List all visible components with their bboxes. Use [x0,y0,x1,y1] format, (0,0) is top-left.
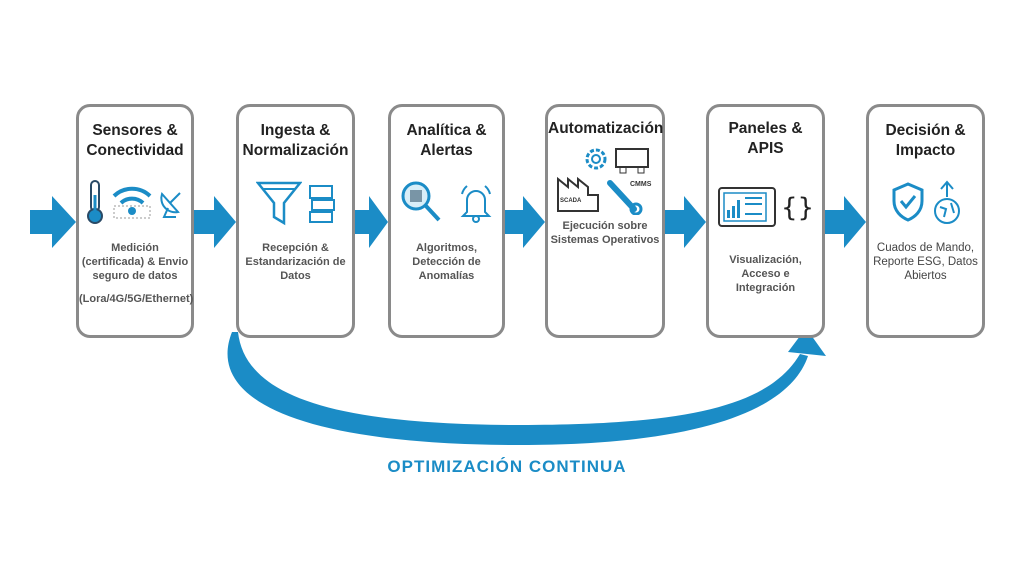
step-description: Visualización, Acceso e Integración [729,254,802,294]
wifi-icon [112,186,152,219]
dashboard-tablet-icon [717,187,776,227]
step-description: Ejecución sobre Sistemas Operativos [550,220,660,246]
step-description: Algoritmos, Detección de Anomalías [412,242,481,282]
flow-arrow-3 [505,196,545,248]
step-description: Cuados de Mando, Reporte ESG, Datos Abie… [873,242,978,282]
step-title: Analítica & Alertas [406,122,487,159]
step-title: Decisión & Impacto [885,122,966,159]
scada-label: SCADA [560,198,582,204]
flow-arrow-in [30,196,76,248]
step-description: Recepción & Estandarización de Datos [245,242,346,282]
cmms-label: CMMS [630,181,652,188]
step-paneles: Paneles & APIS {} Visualización, Acceso … [706,104,825,338]
shield-check-icon [892,182,923,222]
step-automatizacion: Automatización SCADA CMMS Ejecución sobr… [545,104,665,338]
step-title: Paneles & APIS [728,120,803,157]
data-tags-icon [308,185,335,223]
flow-arrow-5 [825,196,866,248]
step-analitica: Analítica & Alertas Algoritmos, Detecció… [388,104,505,338]
controller-icon [615,148,649,174]
gear-icon [585,148,607,170]
globe-growth-icon [933,180,960,224]
step-title: Automatización [548,120,664,137]
funnel-icon [255,181,302,226]
factory-icon [557,176,599,212]
thermometer-icon [87,180,103,224]
flow-arrow-2 [355,196,388,248]
flow-arrow-1 [194,196,236,248]
flow-arrow-4 [665,196,706,248]
step-decision: Decisión & Impacto Cuados de Mando, Repo… [866,104,985,338]
alert-bell-icon [460,185,491,223]
api-braces-icon: {} [780,193,815,223]
satellite-dish-icon [160,192,181,218]
wrench-icon [607,180,643,215]
loop-label: OPTIMIZACIÓN CONTINUA [387,457,627,476]
step-protocols: (Lora/4G/5G/Ethernet) [79,293,194,305]
step-title: Ingesta & Normalización [242,122,349,159]
step-description: Medición (certificada) & Envio seguro de… [81,242,189,282]
magnifier-icon [401,181,440,222]
step-ingesta: Ingesta & Normalización Recepción & Esta… [236,104,355,338]
step-sensores: Sensores & Conectividad Medición (certif… [76,104,194,338]
step-title: Sensores & Conectividad [86,122,184,159]
